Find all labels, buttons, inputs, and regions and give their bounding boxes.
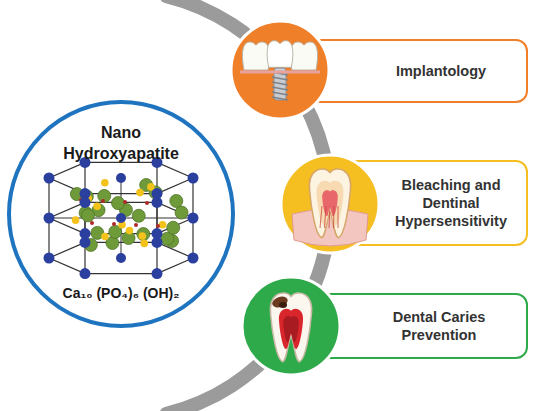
icon-circle [281,155,379,253]
application-label: Bleaching and Dentinal Hypersensitivity [385,176,517,230]
icon-circle [242,277,340,375]
application-box: Bleaching and Dentinal Hypersensitivity [330,160,528,246]
application-box: Implantology [300,39,528,103]
tooth-section-icon [292,169,368,246]
crystal-structure [44,157,199,279]
material-name: Nano Hydroxyapatite [56,122,186,164]
material-circle: Nano HydroxyapatiteCa₁₀ (PO₄)₆ (OH)₂ [9,102,233,326]
caries-tooth-icon [270,293,311,362]
chemical-formula: Ca₁₀ (PO₄)₆ (OH)₂ [31,283,211,304]
implant-icon [240,41,320,100]
application-label: Dental Caries Prevention [362,308,517,344]
icon-circle [231,21,329,119]
application-box: Dental Caries Prevention [300,293,528,359]
main-circle [9,102,233,326]
application-label: Implantology [366,62,516,80]
